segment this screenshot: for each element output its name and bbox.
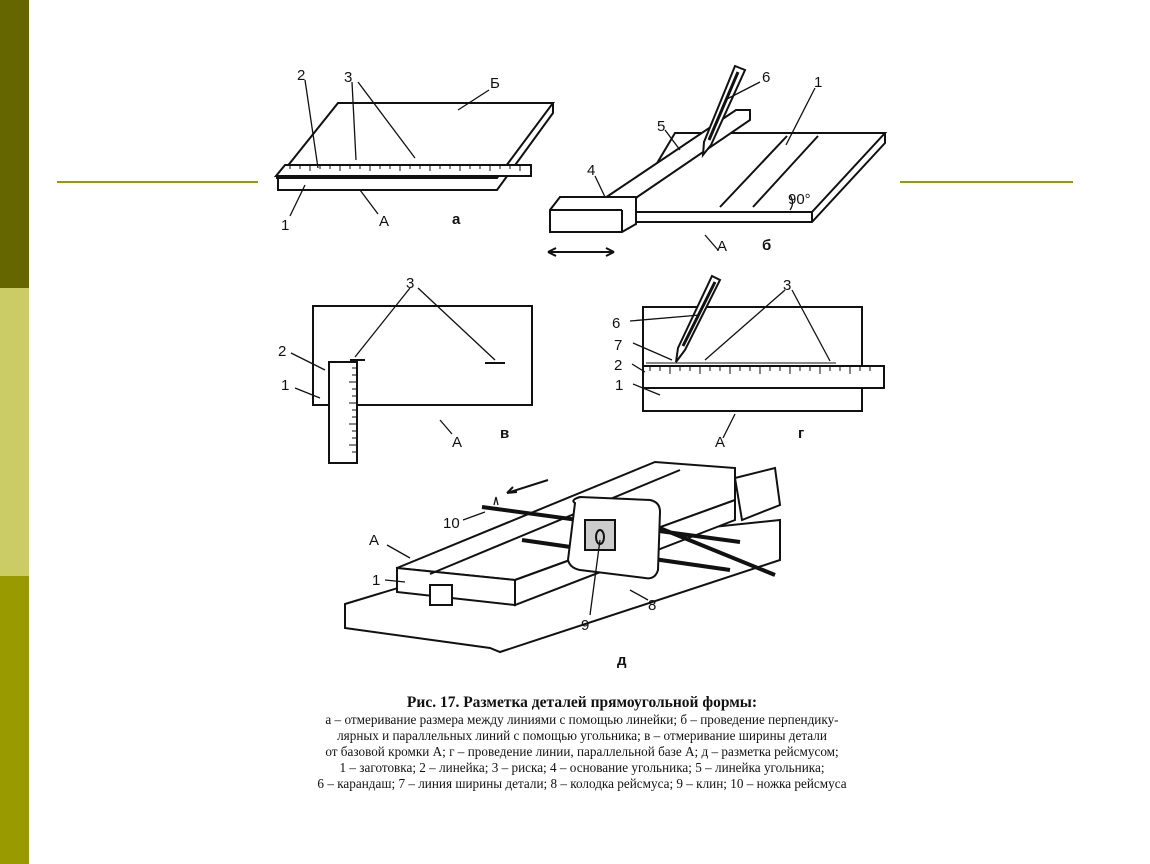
label-a: А <box>379 213 389 230</box>
workpiece <box>642 306 863 412</box>
panel-letter-a: а <box>452 211 461 228</box>
panel-letter-g: г <box>798 425 804 442</box>
leader-lines <box>629 289 831 439</box>
stop-block <box>733 466 782 522</box>
sidebar-band-top <box>0 0 29 288</box>
label-6: 6 <box>612 315 620 332</box>
label-a: А <box>715 434 725 451</box>
panel-letter-d: д <box>617 652 627 669</box>
leader-lines <box>594 81 816 251</box>
pencil-core <box>681 281 717 347</box>
label-9: 9 <box>581 617 589 634</box>
label-a: А <box>452 434 462 451</box>
feed-arrow-icon <box>506 479 549 494</box>
square-base <box>549 196 637 233</box>
label-1: 1 <box>814 74 822 91</box>
title-rule-right <box>900 181 1073 183</box>
ruler <box>273 164 532 177</box>
label-3: 3 <box>406 275 414 292</box>
ruler-ticks <box>649 366 871 374</box>
caption-line: а – отмеривание размера между линиями с … <box>325 712 839 727</box>
ruler <box>642 365 885 389</box>
label-8: 8 <box>648 597 656 614</box>
label-3: 3 <box>783 277 791 294</box>
label-3: 3 <box>344 69 352 86</box>
sidebar-band-bottom <box>0 576 29 864</box>
panel-letter-b: б <box>762 237 771 254</box>
workpiece <box>312 305 533 406</box>
label-4: 4 <box>587 162 595 179</box>
caption-title: Рис. 17. Разметка деталей прямоугольной … <box>406 694 758 711</box>
panel-v: 3 2 1 А в <box>278 275 533 464</box>
caption-line: лярных и параллельных линий с помощью уг… <box>337 728 827 743</box>
square-blade <box>606 109 751 208</box>
label-7: 7 <box>614 337 622 354</box>
panel-b: 6 1 5 4 90° А б <box>547 64 888 257</box>
label-a: А <box>369 532 379 549</box>
angle-arc <box>789 194 794 211</box>
label-1: 1 <box>615 377 623 394</box>
label-1: 1 <box>372 572 380 589</box>
label-10: 10 <box>443 515 460 532</box>
scriber-pin <box>493 496 499 506</box>
marked-lines <box>719 135 819 208</box>
label-1: 1 <box>281 217 289 234</box>
panel-g: 6 7 2 1 3 А г <box>612 274 885 451</box>
figure-caption: Рис. 17. Разметка деталей прямоугольной … <box>262 694 902 792</box>
move-arrow-icon <box>547 247 615 257</box>
ruler-ticks <box>289 165 521 171</box>
ruler <box>328 361 358 464</box>
leader-lines <box>289 79 490 217</box>
title-rule-left <box>57 181 258 183</box>
label-angle: 90° <box>788 191 811 208</box>
label-2: 2 <box>278 343 286 360</box>
caption-line: 6 – карандаш; 7 – линия ширины детали; 8… <box>317 776 847 791</box>
leader-lines <box>384 511 649 616</box>
label-6: 6 <box>762 69 770 86</box>
panel-letter-v: в <box>500 425 509 442</box>
scribe-marks <box>350 359 505 364</box>
label-a: А <box>717 238 727 255</box>
caption-line: 1 – заготовка; 2 – линейка; 3 – риска; 4… <box>339 760 825 775</box>
label-2: 2 <box>297 67 305 84</box>
marking-line <box>429 469 681 575</box>
panel-d: 10 А 1 9 8 д <box>344 460 782 669</box>
workpiece-side <box>277 103 554 191</box>
label-5: 5 <box>657 118 665 135</box>
label-2: 2 <box>614 357 622 374</box>
panel-a: 2 3 Б 1 А а <box>273 67 555 234</box>
caption-line: от базовой кромки А; г – проведение лини… <box>325 744 839 759</box>
wedge-slot <box>584 519 616 551</box>
ruler-ticks <box>349 367 357 453</box>
label-b: Б <box>490 75 500 92</box>
stop-cube <box>429 584 453 606</box>
label-1: 1 <box>281 377 289 394</box>
pencil-core <box>707 71 740 141</box>
leader-lines <box>290 287 496 435</box>
sidebar-band-middle <box>0 288 29 576</box>
workpiece-side <box>628 133 886 223</box>
